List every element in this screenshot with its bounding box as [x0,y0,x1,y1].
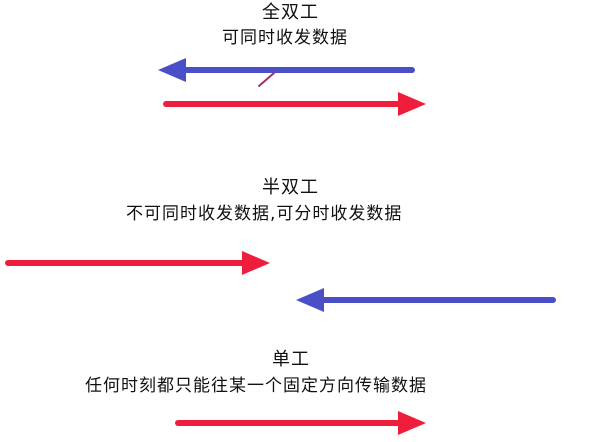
simplex-right-arrow [175,411,426,435]
half-duplex-title: 半双工 [262,177,319,198]
full-duplex-description: 可同时收发数据 [222,28,348,48]
half-duplex-description: 不可同时收发数据,可分时收发数据 [126,204,403,224]
half-duplex-right-arrow [5,251,270,275]
full-duplex-title: 全双工 [262,2,319,23]
simplex-title: 单工 [272,349,310,370]
full-duplex-right-arrow [163,92,426,116]
full-duplex-left-arrow [158,58,415,82]
simplex-description: 任何时刻都只能往某一个固定方向传输数据 [85,376,427,396]
pen-mark [258,72,275,87]
half-duplex-left-arrow [296,288,556,312]
